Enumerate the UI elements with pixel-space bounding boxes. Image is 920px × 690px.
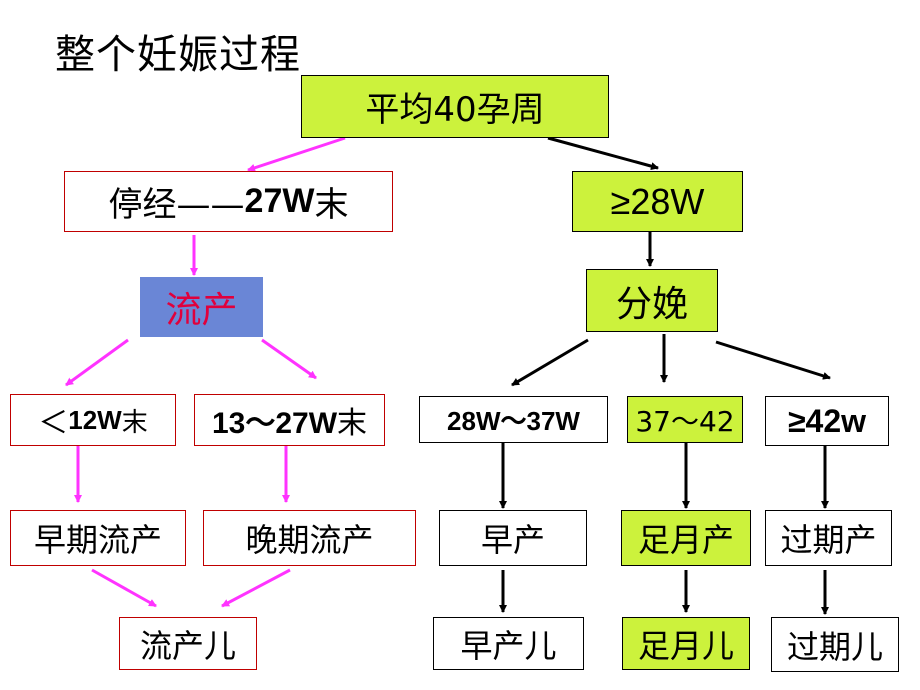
node-early-abortion-label: 早期流产 xyxy=(33,521,162,559)
node-late-abortion-label: 晚期流产 xyxy=(245,521,374,559)
arrow-abortion-to-lt12 xyxy=(65,338,129,387)
node-ge42w-label: ≥42w xyxy=(787,402,867,439)
node-term-label: 足月产 xyxy=(637,521,734,559)
node-28-37w: 28W～37W xyxy=(419,396,608,443)
node-preterm: 早产 xyxy=(439,510,587,566)
node-amenorrhea-pre: 停经—— xyxy=(108,185,245,225)
arrow-abortion-to-13 xyxy=(261,338,317,380)
node-ge28w-label: ≥28W xyxy=(610,180,705,222)
node-lt12w-bold: 12W xyxy=(68,404,122,435)
node-abortion-baby: 流产儿 xyxy=(119,617,257,670)
node-postterm-label: 过期产 xyxy=(780,521,877,559)
arrow-late-to-baby xyxy=(221,568,291,608)
node-postterm-baby: 过期儿 xyxy=(771,617,899,672)
node-abortion: 流产 xyxy=(140,277,263,337)
arrow-early-to-baby xyxy=(91,568,157,608)
node-28-37w-label: 28W～37W xyxy=(447,406,580,436)
node-abortion-label: 流产 xyxy=(165,290,238,331)
node-lt12w-symbol: ＜ xyxy=(38,406,69,441)
node-ge42w: ≥42w xyxy=(765,396,889,446)
node-term-baby: 足月儿 xyxy=(622,617,750,670)
arrow-avg-to-stop xyxy=(247,136,346,172)
node-term-baby-label: 足月儿 xyxy=(637,626,734,665)
arrow-delivery-to-28-37 xyxy=(511,338,589,387)
node-amenorrhea-bold: 27W xyxy=(244,182,315,220)
node-early-abortion: 早期流产 xyxy=(10,510,186,566)
node-average-label: 平均40孕周 xyxy=(365,90,545,130)
node-37-42-label: 37～42 xyxy=(635,404,735,438)
node-preterm-label: 早产 xyxy=(480,521,545,559)
node-13-27w-bold: 13～27W xyxy=(211,407,338,440)
node-abortion-baby-label: 流产儿 xyxy=(139,626,236,665)
page-title: 整个妊娠过程 xyxy=(55,32,301,78)
node-delivery-label: 分娩 xyxy=(615,283,688,325)
node-13-27w-post: 末 xyxy=(337,406,368,441)
node-average-40-weeks: 平均40孕周 xyxy=(301,75,609,138)
node-postterm: 过期产 xyxy=(765,510,892,566)
node-ge28w: ≥28W xyxy=(572,171,743,232)
node-lt12w-post: 末 xyxy=(121,407,148,438)
node-delivery: 分娩 xyxy=(586,269,718,332)
node-postterm-baby-label: 过期儿 xyxy=(786,627,883,666)
node-late-abortion: 晚期流产 xyxy=(203,510,416,566)
arrow-delivery-to-ge42 xyxy=(715,340,831,380)
node-preterm-baby-label: 早产儿 xyxy=(460,626,557,665)
node-amenorrhea-post: 末 xyxy=(314,185,349,225)
arrow-avg-to-ge28 xyxy=(547,136,659,171)
node-term: 足月产 xyxy=(621,510,751,566)
node-37-42: 37～42 xyxy=(627,396,743,443)
node-preterm-baby: 早产儿 xyxy=(433,617,584,670)
